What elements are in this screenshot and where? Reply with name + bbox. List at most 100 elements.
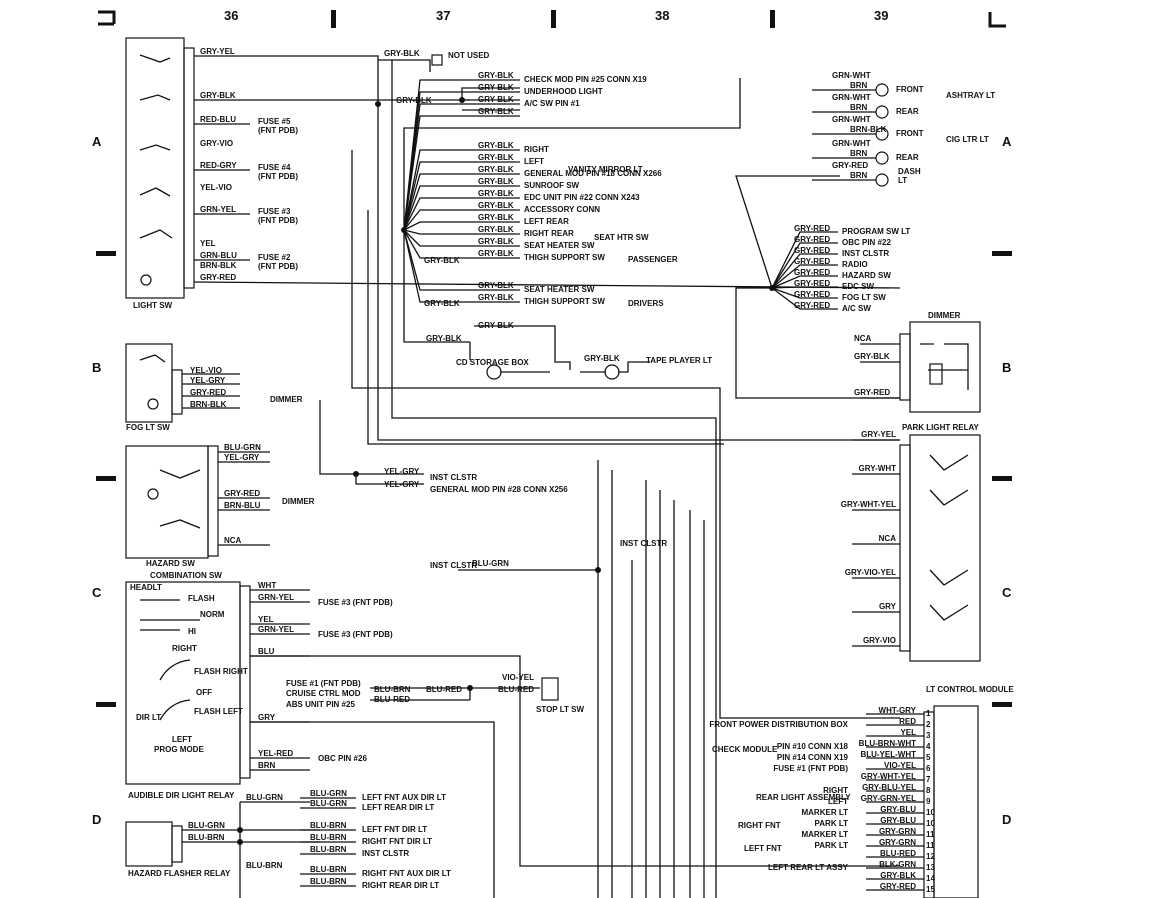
bus-load-wire-label: GRY-BLK xyxy=(478,237,514,246)
bus-load-wire xyxy=(403,229,520,291)
combo-label: FLASH xyxy=(188,594,215,603)
drivers-label: DRIVERS xyxy=(628,299,664,308)
dir-output-wire-label: BLU-BRN xyxy=(310,865,347,874)
check-module-label: CHECK MODULE xyxy=(712,745,778,754)
bus-load-wire xyxy=(403,229,520,235)
bus-load-wire-label: GRY-BLK xyxy=(478,141,514,150)
bus-load-label: LEFT xyxy=(524,157,544,166)
relay-wire-label: BLU-GRN xyxy=(246,793,283,802)
gry-red-load-label: RADIO xyxy=(842,260,868,269)
row-a-right: A xyxy=(1002,134,1012,149)
vertical-trunks xyxy=(250,60,900,898)
bus-load-label: RIGHT REAR xyxy=(524,229,574,238)
ltcm-pin-number: 12 xyxy=(926,852,935,861)
lamp-side-label: BRN xyxy=(850,149,868,158)
bus-load-label: THIGH SUPPORT SW xyxy=(524,253,605,262)
ltcm-pin-wire-label: BLU-YEL-WHT xyxy=(860,750,916,759)
ltcm-pin-wire-label: YEL xyxy=(900,728,916,737)
lamp-wire-label: GRY-RED xyxy=(832,161,868,170)
relay-wire-label: BLU-BRN xyxy=(188,833,225,842)
gry-red-wire xyxy=(771,286,838,289)
bus-load-wire-label: GRY-BLK xyxy=(478,83,514,92)
bus-gry-blk-mid: GRY-BLK xyxy=(396,96,432,105)
gry-red-wire-label: GRY-RED xyxy=(794,235,830,244)
bus-load-wire xyxy=(403,185,520,231)
gry-red-load-label: HAZARD SW xyxy=(842,271,891,280)
combo-wire-label: WHT xyxy=(258,581,276,590)
dir-output-label: RIGHT FNT DIR LT xyxy=(362,837,432,846)
cd-gry-blk: GRY-BLK xyxy=(426,334,462,343)
ltcm-pin-wire-label: GRY-BLU xyxy=(880,816,916,825)
park-relay-wires: GRY-YELGRY-WHTGRY-WHT-YELNCAGRY-VIO-YELG… xyxy=(841,430,900,647)
bus-load-label: CHECK MOD PIN #25 CONN X19 xyxy=(524,75,647,84)
bus-gry-blk-pass: GRY-BLK xyxy=(424,256,460,265)
gry-red-wire xyxy=(771,275,838,289)
gry-red-wire-label: GRY-RED xyxy=(794,301,830,310)
cig-ltr-label: CIG LTR LT xyxy=(946,135,989,144)
stop-w2: BLU-RED xyxy=(426,685,462,694)
dir-output-label: LEFT FNT AUX DIR LT xyxy=(362,793,446,802)
park-wire-label: GRY xyxy=(879,602,897,611)
not-used-label: NOT USED xyxy=(448,51,490,60)
dir-output-wire-label: BLU-BRN xyxy=(310,845,347,854)
ltcm-pin-label: PIN #10 CONN X18 xyxy=(777,742,849,751)
general-mod-pin-28: GENERAL MOD PIN #28 CONN X256 xyxy=(430,485,568,494)
yel-gry-2: YEL-GRY xyxy=(384,480,420,489)
light-wire-label: RED-BLU xyxy=(200,115,236,124)
dash-lbl: DASH xyxy=(898,167,921,176)
gry-red-wire xyxy=(771,253,838,289)
ltcm-pin-number: 4 xyxy=(926,742,931,751)
combo-wire-dest: OBC PIN #26 xyxy=(318,754,367,763)
dimmer-label: DIMMER xyxy=(928,311,961,320)
row-d-left: D xyxy=(92,812,101,827)
dash-lbl-2: LT xyxy=(898,176,907,185)
combo-label: HI xyxy=(188,627,196,636)
ltcm-pin-label: LEFT xyxy=(828,797,848,806)
ltcm-pin-wire-label: GRY-BLU xyxy=(880,805,916,814)
park-wire-label: GRY-WHT-YEL xyxy=(841,500,896,509)
column-37: 37 xyxy=(436,8,450,23)
gry-red-wire xyxy=(771,287,838,299)
lamp-bulb xyxy=(875,105,889,119)
ltcm-pin-number: 5 xyxy=(926,753,931,762)
ltcm-pin-label: PARK LT xyxy=(815,841,849,850)
combo-wire-label: GRN-YEL xyxy=(258,625,294,634)
inst-clstr-tap xyxy=(458,560,633,590)
light-fuse-label: FUSE #3 xyxy=(258,207,291,216)
combo-label: DIR LT xyxy=(136,713,161,722)
stop-w3: BLU-RED xyxy=(374,695,410,704)
combo-wire-label: BLU xyxy=(258,647,275,656)
light-sw-label: LIGHT SW xyxy=(133,301,173,310)
park-wire-label: GRY-WHT xyxy=(859,464,897,473)
bus-load-wire-label: GRY-BLK xyxy=(478,249,514,258)
bus-load-wire xyxy=(403,229,520,247)
gry-blk-bus xyxy=(194,54,900,441)
combo-label: OFF xyxy=(196,688,212,697)
dir-output-wire-label: BLU-GRN xyxy=(310,789,347,798)
bus-load-label: A/C SW PIN #1 xyxy=(524,99,580,108)
light-wire-label: RED-GRY xyxy=(200,161,237,170)
ltcm-pin-label: PARK LT xyxy=(815,819,849,828)
bus-load-label: THIGH SUPPORT SW xyxy=(524,297,605,306)
gry-red-wire xyxy=(771,242,838,289)
combo-wire-label: GRY xyxy=(258,713,276,722)
audible-relay-label: AUDIBLE DIR LIGHT RELAY xyxy=(128,791,235,800)
bus-load-label: LEFT REAR xyxy=(524,217,569,226)
fog-dimmer-label: DIMMER xyxy=(270,395,303,404)
column-36: 36 xyxy=(224,8,238,23)
light-fuse-sub: (FNT PDB) xyxy=(258,216,298,225)
bus-load-label: ACCESSORY CONN xyxy=(524,205,600,214)
lamp-bulb xyxy=(875,83,889,97)
combo-wire-label: YEL-RED xyxy=(258,749,293,758)
ltcm-pin-wire-label: GRY-GRN-YEL xyxy=(861,794,916,803)
bus-load-label: SUNROOF SW xyxy=(524,181,580,190)
lamp-side-label: BRN-BLK xyxy=(850,125,887,134)
gry-red-wire-label: GRY-RED xyxy=(794,224,830,233)
fog-wire-label: YEL-GRY xyxy=(190,376,226,385)
gry-red-wire-label: GRY-RED xyxy=(794,268,830,277)
tape-player-label: TAPE PLAYER LT xyxy=(646,356,712,365)
